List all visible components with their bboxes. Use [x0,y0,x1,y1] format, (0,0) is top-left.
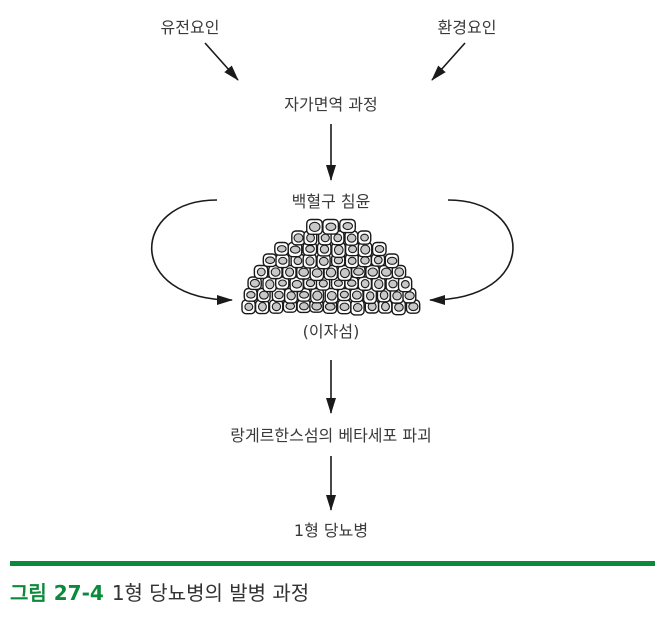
curved-arrow-left [150,199,233,305]
label-environmental-factors: 환경요인 [437,18,497,37]
cell-nucleus [342,221,354,231]
cell-nucleus [278,279,287,287]
cell-nucleus [333,279,343,287]
cell-nucleus [400,280,410,289]
cell-nucleus [299,302,309,311]
cell-nucleus [285,267,295,277]
cell-nucleus [346,279,357,287]
cell-nucleus [257,301,267,312]
cell-nucleus [333,233,343,243]
cell-nucleus [360,256,370,265]
arrow-genetic-to-autoimmune [204,42,239,81]
figure-title: 1형 당뇨병의 발병 과정 [111,581,310,605]
cell-nucleus [379,290,389,301]
cell-nucleus [388,279,398,289]
cell-nucleus [392,291,402,301]
cell-nucleus [265,256,276,265]
cell-nucleus [325,267,337,278]
cell-nucleus [312,290,323,301]
cell-nucleus [291,279,303,289]
cell-nucleus [298,267,310,277]
cell-nucleus [318,256,329,266]
cell-nucleus [352,302,363,313]
islet-illustration [241,218,421,316]
cell-nucleus [293,256,303,266]
cell-nucleus [394,267,405,277]
cell-nucleus [256,267,266,277]
cell-nucleus [320,233,330,243]
cell-nucleus [353,267,364,276]
cell-nucleus [360,233,369,242]
cell-nucleus [299,290,310,299]
cell-nucleus [333,244,344,256]
cell-nucleus [249,278,260,288]
figure-caption: 그림 27-4 1형 당뇨병의 발병 과정 [10,577,309,606]
cell-nucleus [404,291,415,301]
arrow-environment-to-autoimmune [431,42,466,81]
cell-nucleus [278,256,288,265]
cell-nucleus [259,290,269,300]
cell-nucleus [326,290,337,301]
cell-nucleus [274,290,284,300]
cell-nucleus [373,255,383,265]
cell-nucleus [276,245,287,253]
cell-nucleus [339,267,350,279]
cell-nucleus [386,256,398,265]
label-autoimmune-process: 자가면역 과정 [284,95,378,114]
cell-nucleus [305,244,315,253]
cell-nucleus [289,245,301,254]
cell-nucleus [308,221,321,233]
cell-nucleus [360,279,370,289]
cell-nucleus [305,279,316,288]
curved-arrow-right [429,199,514,305]
cell-nucleus [306,233,315,243]
cell-nucleus [360,244,371,255]
cell-nucleus [380,267,392,277]
cell-nucleus [318,279,328,288]
label-islet: (이자섬) [302,322,360,341]
cell-nucleus [293,233,304,243]
cell-nucleus [244,302,254,312]
label-leukocyte-infiltration: 백혈구 침윤 [291,192,371,211]
cell-nucleus [319,244,330,254]
label-beta-cell-destruction: 랑게르한스섬의 베타세포 파괴 [230,426,432,445]
cell-nucleus [285,302,296,310]
label-genetic-factors: 유전요인 [160,18,220,37]
cell-nucleus [351,290,362,300]
cell-nucleus [305,256,315,266]
cell-nucleus [347,256,357,265]
cell-nucleus [374,279,384,290]
cell-nucleus [246,291,256,299]
cell-nucleus [286,291,296,301]
cell-nucleus [381,301,390,312]
cell-nucleus [265,279,275,290]
cell-nucleus [339,302,350,312]
cell-nucleus [365,291,375,301]
figure-number: 그림 27-4 [10,581,104,605]
label-type1-diabetes: 1형 당뇨병 [293,521,369,540]
cell-nucleus [374,245,385,254]
cell-nucleus [271,301,282,312]
cell-nucleus [346,233,357,243]
cell-nucleus [339,290,349,299]
cell-nucleus [348,245,358,254]
caption-divider [10,561,655,566]
cell-nucleus [408,302,419,312]
cell-nucleus [270,267,281,277]
cell-nucleus [394,302,404,312]
cell-nucleus [324,302,336,311]
cell-nucleus [367,267,378,277]
cell-nucleus [325,222,337,232]
cell-nucleus [311,268,323,278]
